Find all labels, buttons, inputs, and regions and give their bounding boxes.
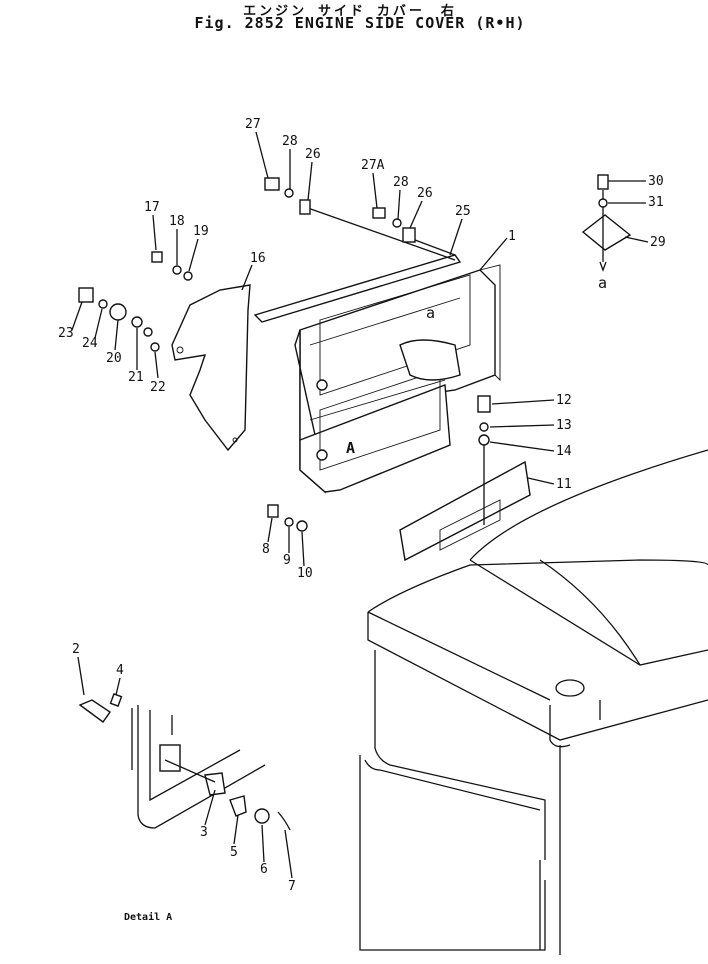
label-27: 27 bbox=[245, 117, 261, 132]
side-bracket bbox=[171, 284, 251, 452]
label-19: 19 bbox=[193, 224, 209, 239]
lower-guard bbox=[399, 440, 531, 562]
label-26b: 26 bbox=[417, 186, 433, 201]
ref-a-plate: a bbox=[598, 274, 607, 292]
label-12: 12 bbox=[556, 393, 572, 408]
label-18: 18 bbox=[169, 214, 185, 229]
label-24: 24 bbox=[82, 336, 98, 351]
label-2: 2 bbox=[72, 642, 80, 657]
label-5: 5 bbox=[230, 845, 238, 860]
label-8: 8 bbox=[262, 542, 270, 557]
label-27a: 27A bbox=[361, 158, 385, 173]
label-13: 13 bbox=[556, 418, 572, 433]
label-6: 6 bbox=[260, 862, 268, 877]
label-10: 10 bbox=[297, 566, 313, 581]
label-9: 9 bbox=[283, 553, 291, 568]
label-14: 14 bbox=[556, 444, 572, 459]
label-31: 31 bbox=[648, 195, 664, 210]
top-strip bbox=[253, 206, 462, 323]
part-labels: 1 2 3 4 5 6 7 8 9 10 11 12 13 14 16 17 1… bbox=[58, 117, 666, 894]
ref-A-panel: A bbox=[346, 439, 355, 457]
label-7: 7 bbox=[288, 879, 296, 894]
detail-a-drawing bbox=[78, 693, 291, 831]
label-3: 3 bbox=[200, 825, 208, 840]
side-cover-panel bbox=[294, 264, 501, 494]
label-30: 30 bbox=[648, 174, 664, 189]
figure-title: Fig. 2852 ENGINE SIDE COVER (R•H) bbox=[194, 14, 526, 32]
fasteners bbox=[78, 174, 609, 532]
label-11: 11 bbox=[556, 477, 572, 492]
label-16: 16 bbox=[250, 251, 266, 266]
title-japanese: エンジン サイド カバー 右 bbox=[243, 4, 457, 19]
label-26a: 26 bbox=[305, 147, 321, 162]
detail-caption: Detail A bbox=[124, 912, 173, 923]
label-22: 22 bbox=[150, 380, 166, 395]
label-25: 25 bbox=[455, 204, 471, 219]
label-4: 4 bbox=[116, 663, 124, 678]
plate-29 bbox=[581, 190, 632, 272]
label-23: 23 bbox=[58, 326, 74, 341]
label-17: 17 bbox=[144, 200, 160, 215]
ref-a-panel: a bbox=[426, 304, 435, 322]
label-1: 1 bbox=[508, 229, 516, 244]
label-28a: 28 bbox=[282, 134, 298, 149]
label-28b: 28 bbox=[393, 175, 409, 190]
label-20: 20 bbox=[106, 351, 122, 366]
label-29: 29 bbox=[650, 235, 666, 250]
label-21: 21 bbox=[128, 370, 144, 385]
engine-hood-body bbox=[359, 449, 708, 955]
